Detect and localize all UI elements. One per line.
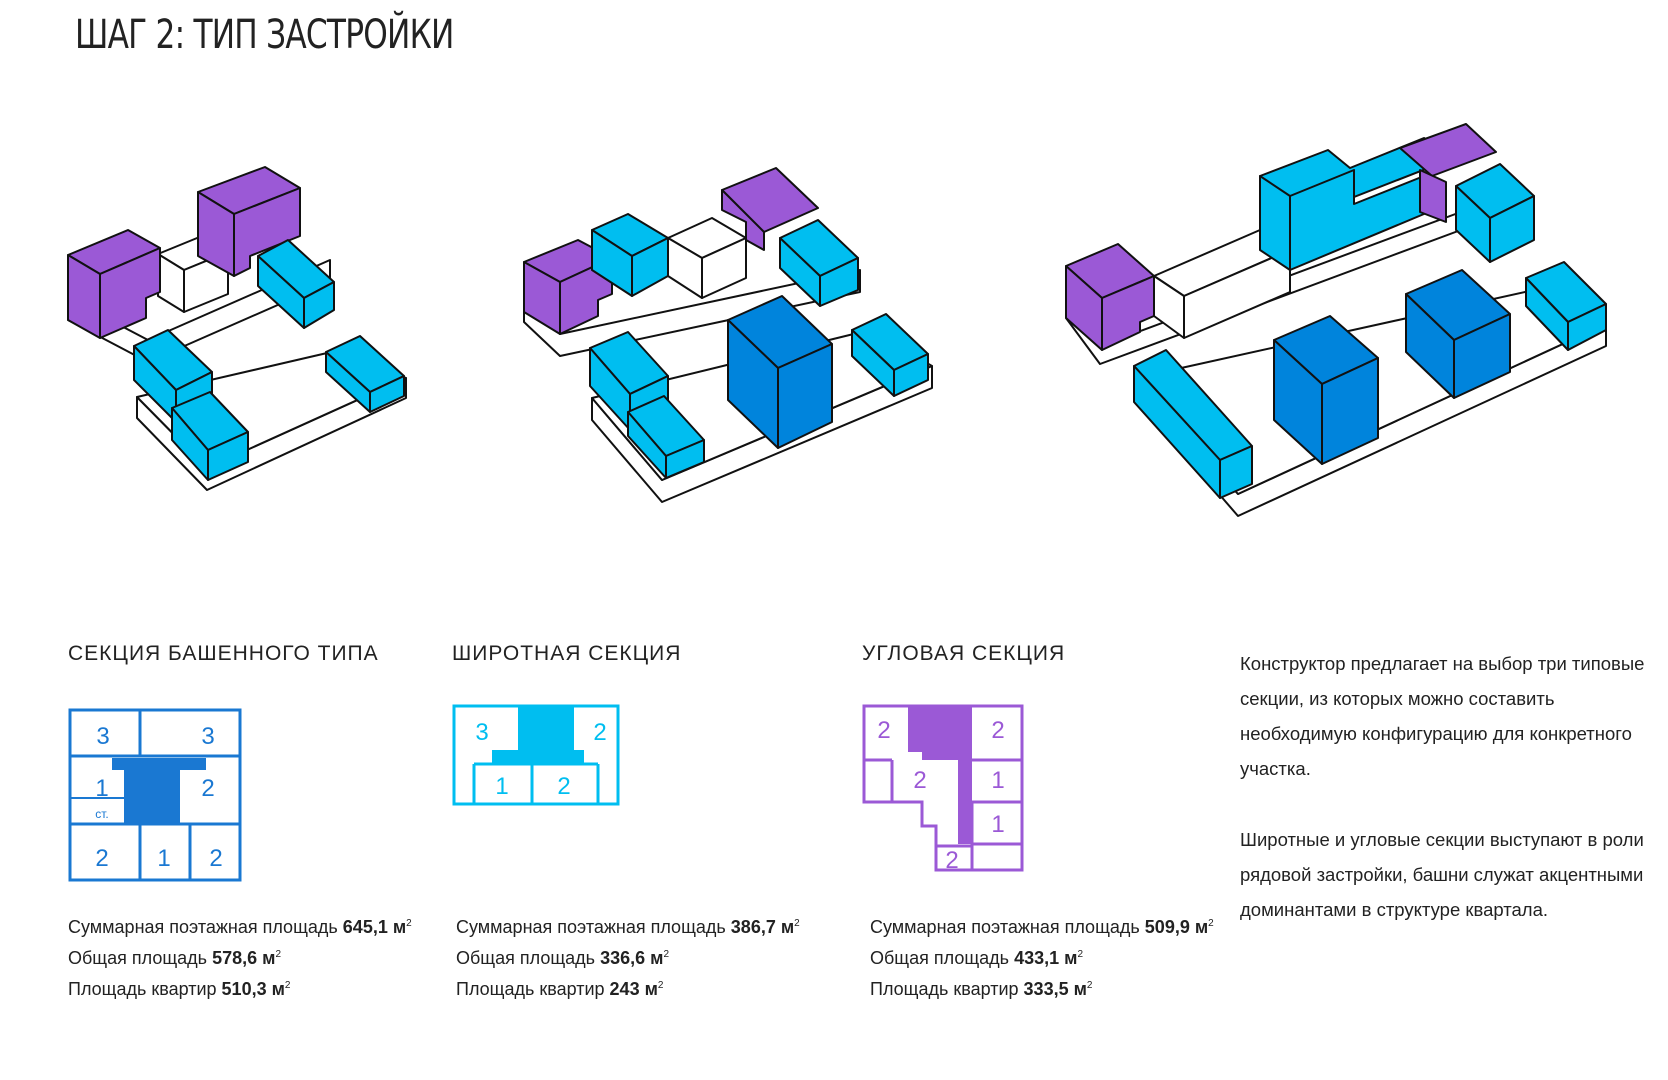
- stat-label: Суммарная поэтажная площадь: [870, 917, 1140, 937]
- stat-value: 645,1 м: [342, 917, 407, 937]
- plan-label: 2: [991, 717, 1004, 744]
- page-title: ШАГ 2: ТИП ЗАСТРОЙКИ: [75, 12, 454, 58]
- plan-label: 2: [945, 847, 958, 874]
- stat-value: 433,1 м: [1014, 948, 1078, 968]
- massing-diagram-3: [1065, 123, 1607, 517]
- purple-block-top: [721, 167, 819, 233]
- stats-tower-section: Суммарная поэтажная площадь 645,1 м2 Общ…: [68, 910, 412, 1003]
- plan-label: 3: [96, 723, 109, 750]
- stat-row: Площадь квартир 333,5 м2: [870, 972, 1214, 1003]
- darkblue-tower: [1453, 313, 1511, 399]
- plan-label: 2: [877, 717, 890, 744]
- stat-label: Общая площадь: [68, 948, 208, 968]
- stat-value: 386,7 м: [730, 917, 795, 937]
- stat-value: 243 м: [609, 979, 658, 999]
- lightblue-block: [665, 439, 705, 479]
- lightblue-block: [819, 257, 859, 307]
- plan-label: 2: [557, 773, 570, 800]
- plan-label: 3: [201, 723, 214, 750]
- lightblue-block: [1489, 195, 1535, 263]
- stat-label: Площадь квартир: [870, 979, 1019, 999]
- description-paragraph: Широтные и угловые секции выступают в ро…: [1240, 829, 1644, 920]
- white-block: [1183, 249, 1291, 339]
- darkblue-tower: [777, 343, 833, 449]
- stat-label: Суммарная поэтажная площадь: [68, 917, 338, 937]
- stat-row: Площадь квартир 510,3 м2: [68, 972, 412, 1003]
- massing-diagram-1: [67, 166, 407, 491]
- plan-tower-section: 3 3 1 2 ст. 2 1 2: [68, 708, 242, 882]
- plan-core: [908, 706, 972, 844]
- plan-core: [112, 758, 206, 824]
- plan-label: 1: [991, 767, 1004, 794]
- stat-unit-sup: 2: [275, 949, 281, 960]
- lightblue-block: [1219, 445, 1253, 499]
- lightblue-block: [369, 375, 405, 413]
- stat-value: 510,3 м: [221, 979, 285, 999]
- description-paragraph: Конструктор предлагает на выбор три типо…: [1240, 653, 1645, 779]
- white-block: [701, 237, 747, 299]
- plan-label: 2: [209, 845, 222, 872]
- stat-label: Площадь квартир: [68, 979, 217, 999]
- section-title-latitudinal: ШИРОТНАЯ СЕКЦИЯ: [452, 642, 682, 665]
- stats-corner-section: Суммарная поэтажная площадь 509,9 м2 Общ…: [870, 910, 1214, 1003]
- purple-block: [99, 247, 161, 339]
- purple-block: [721, 189, 765, 251]
- plan-label: 1: [991, 811, 1004, 838]
- stat-row: Площадь квартир 243 м2: [456, 972, 800, 1003]
- lightblue-block: [1567, 303, 1607, 351]
- stat-value: 578,6 м: [212, 948, 276, 968]
- plan-label: 1: [157, 845, 170, 872]
- stat-value: 509,9 м: [1144, 917, 1209, 937]
- stat-row: Суммарная поэтажная площадь 509,9 м2: [870, 910, 1214, 941]
- plan-label: 1: [95, 775, 108, 802]
- plan-corner-section: 2 2 2 1 1 2: [862, 704, 1024, 874]
- stat-row: Суммарная поэтажная площадь 386,7 м2: [456, 910, 800, 941]
- stat-unit-sup: 2: [794, 918, 800, 929]
- stat-unit-sup: 2: [663, 949, 669, 960]
- description: Конструктор предлагает на выбор три типо…: [1240, 646, 1665, 963]
- stat-label: Общая площадь: [456, 948, 596, 968]
- stat-row: Общая площадь 578,6 м2: [68, 941, 412, 972]
- stat-label: Площадь квартир: [456, 979, 605, 999]
- stat-unit-sup: 2: [657, 980, 664, 991]
- stat-row: Суммарная поэтажная площадь 645,1 м2: [68, 910, 412, 941]
- purple-block: [1419, 169, 1447, 223]
- stat-unit-sup: 2: [1077, 949, 1083, 960]
- lightblue-block: [207, 431, 249, 481]
- plan-label: 1: [495, 773, 508, 800]
- lightblue-block: [303, 281, 335, 329]
- stat-unit-sup: 2: [1086, 980, 1093, 991]
- stat-row: Общая площадь 336,6 м2: [456, 941, 800, 972]
- stat-unit-sup: 2: [1208, 918, 1214, 929]
- purple-block-top: [1399, 123, 1497, 177]
- massing-diagrams: [67, 123, 1607, 517]
- section-title-corner: УГЛОВАЯ СЕКЦИЯ: [862, 642, 1066, 665]
- stat-value: 336,6 м: [600, 948, 664, 968]
- plan-latitudinal-section: 3 2 1 2: [452, 704, 620, 806]
- stat-unit-sup: 2: [284, 980, 291, 991]
- plan-outline: [68, 708, 242, 882]
- stat-value: 333,5 м: [1023, 979, 1087, 999]
- plan-label: 2: [593, 719, 606, 746]
- stat-label: Общая площадь: [870, 948, 1010, 968]
- plan-label: 3: [475, 719, 488, 746]
- lightblue-block: [893, 353, 929, 397]
- section-title-tower: СЕКЦИЯ БАШЕННОГО ТИПА: [68, 642, 379, 665]
- stat-label: Суммарная поэтажная площадь: [456, 917, 726, 937]
- plan-label: ст.: [95, 807, 109, 821]
- stats-latitudinal-section: Суммарная поэтажная площадь 386,7 м2 Общ…: [456, 910, 800, 1003]
- plan-label: 2: [95, 845, 108, 872]
- massing-diagram-2: [523, 167, 933, 503]
- stat-row: Общая площадь 433,1 м2: [870, 941, 1214, 972]
- stat-unit-sup: 2: [406, 918, 412, 929]
- purple-block: [233, 187, 301, 277]
- darkblue-tower: [1321, 357, 1379, 465]
- plan-label: 2: [913, 767, 926, 794]
- plan-core: [492, 706, 584, 764]
- plan-label: 2: [201, 775, 214, 802]
